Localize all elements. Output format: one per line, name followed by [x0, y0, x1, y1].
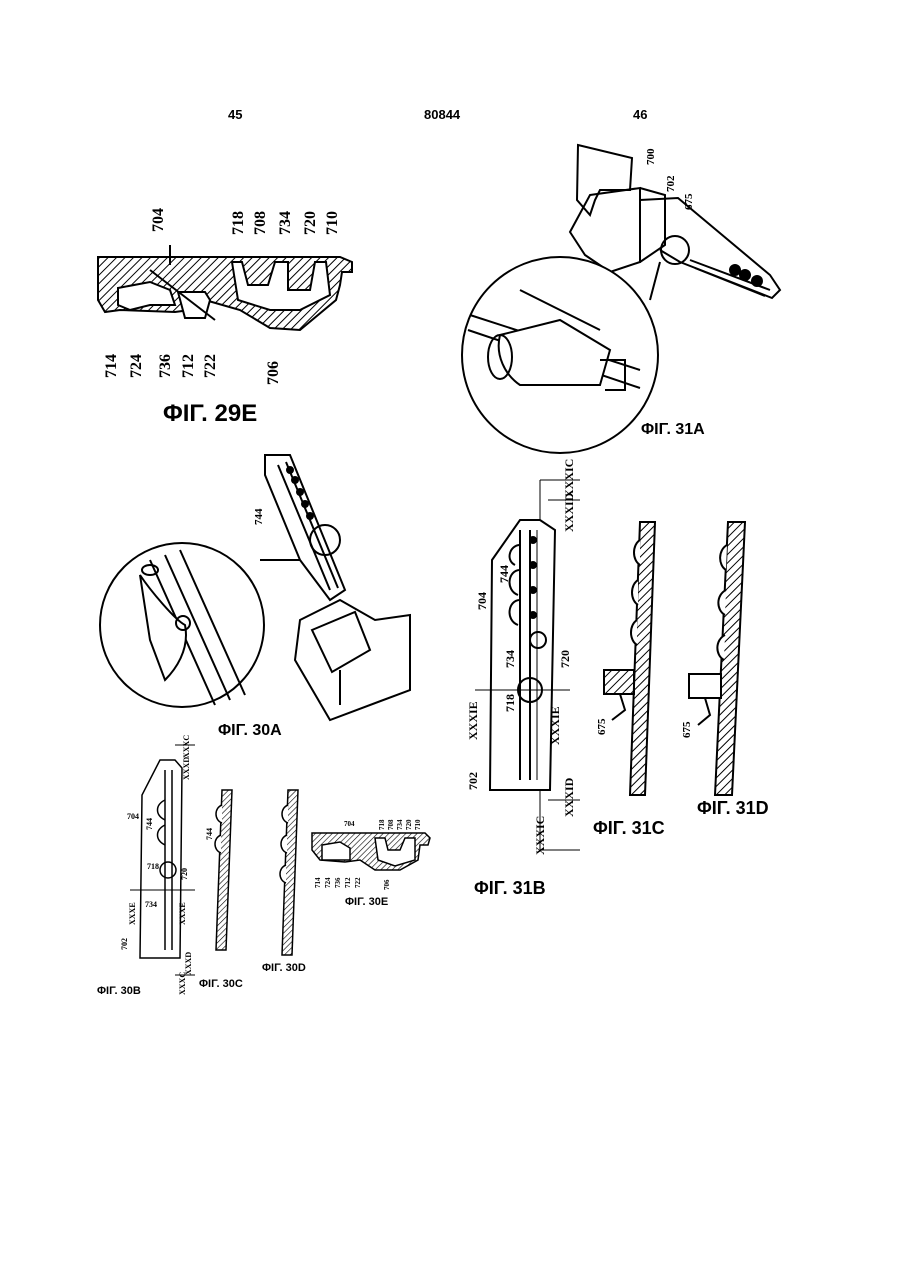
- fig30e-label-714: 714: [314, 878, 322, 889]
- fig30c-caption: ΦΙΓ. 30C: [199, 978, 243, 990]
- fig29e-label-708: 708: [252, 211, 270, 235]
- fig30a-drawing: [100, 455, 410, 720]
- fig30e-label-706: 706: [383, 880, 391, 891]
- fig30b-label-744: 744: [145, 818, 154, 830]
- fig31b-label-xxxid-bottom: XXXID: [562, 778, 577, 817]
- fig30b-label-xxxc-top: XXXC: [182, 735, 191, 758]
- fig31b-label-734: 734: [503, 650, 518, 668]
- fig29e-label-706: 706: [265, 361, 283, 385]
- fig29e-drawing: [98, 245, 352, 330]
- fig31c-label-675: 675: [596, 719, 608, 736]
- fig30b-label-xxxd-top: XXXD: [182, 757, 191, 780]
- fig29e-label-710: 710: [324, 211, 342, 235]
- fig30b-label-702: 702: [120, 938, 129, 950]
- fig29e-label-736: 736: [157, 354, 175, 378]
- fig31c-caption: ΦΙΓ. 31C: [593, 818, 665, 839]
- fig31d-label-675: 675: [681, 722, 693, 739]
- fig30d-caption: ΦΙΓ. 30D: [262, 962, 306, 974]
- fig29e-label-724: 724: [128, 354, 146, 378]
- fig31c-drawing: [604, 522, 655, 795]
- fig31a-label-702: 702: [665, 176, 677, 193]
- fig31b-label-xxxid-top: XXXID: [562, 493, 577, 532]
- fig30b-label-734: 734: [145, 900, 157, 909]
- fig31b-caption: ΦΙΓ. 31B: [474, 878, 546, 899]
- fig31b-label-718: 718: [503, 694, 518, 712]
- fig31b-label-702: 702: [466, 772, 481, 790]
- fig30e-label-704: 704: [344, 820, 355, 828]
- fig31b-label-720: 720: [558, 650, 573, 668]
- fig30c-label-744: 744: [205, 828, 214, 840]
- fig30e-label-718: 718: [378, 820, 386, 831]
- fig30b-caption: ΦΙΓ. 30B: [97, 985, 141, 997]
- fig30e-label-736: 736: [334, 878, 342, 889]
- fig29e-label-720: 720: [302, 211, 320, 235]
- fig30b-label-704: 704: [127, 812, 139, 821]
- fig31a-label-675: 675: [683, 194, 695, 211]
- fig30e-label-734: 734: [396, 820, 404, 831]
- fig29e-label-734: 734: [277, 211, 295, 235]
- fig30e-label-722: 722: [354, 878, 362, 889]
- fig30b-label-718: 718: [147, 862, 159, 871]
- fig30b-label-xxxe-right: XXXE: [178, 902, 187, 925]
- fig30e-label-724: 724: [324, 878, 332, 889]
- fig31b-label-xxxie-right: XXXIE: [548, 706, 563, 745]
- fig31b-label-704: 704: [475, 592, 490, 610]
- fig31a-caption: ΦΙΓ. 31A: [641, 421, 705, 439]
- fig29e-label-714: 714: [103, 354, 121, 378]
- fig30e-label-708: 708: [387, 820, 395, 831]
- fig29e-label-712: 712: [180, 354, 198, 378]
- fig31d-caption: ΦΙΓ. 31D: [697, 798, 769, 819]
- fig31b-label-xxxic-bottom: XXXIC: [533, 816, 548, 855]
- fig30b-label-xxxc-bottom: XXXC: [178, 972, 187, 995]
- fig29e-label-718: 718: [230, 211, 248, 235]
- fig30a-caption: ΦΙΓ. 30A: [218, 722, 282, 740]
- fig30d-drawing: [280, 790, 298, 955]
- fig30b-label-720: 720: [180, 868, 189, 880]
- fig29e-caption: ΦΙΓ. 29E: [163, 400, 257, 428]
- fig31a-label-700: 700: [645, 149, 657, 166]
- fig30c-drawing: [215, 790, 232, 950]
- fig31b-label-744: 744: [497, 565, 512, 583]
- fig30b-label-xxxe-left: XXXE: [128, 902, 137, 925]
- fig30e-label-710: 710: [414, 820, 422, 831]
- fig30e-label-720: 720: [405, 820, 413, 831]
- fig30e-label-712: 712: [344, 878, 352, 889]
- fig31b-label-xxxie-left: XXXIE: [466, 701, 481, 740]
- fig31a-drawing: [462, 145, 780, 453]
- fig29e-label-722: 722: [202, 354, 220, 378]
- fig29e-label-704: 704: [150, 208, 168, 232]
- fig30e-caption: ΦΙΓ. 30E: [345, 896, 388, 908]
- fig30a-label-744: 744: [253, 509, 265, 526]
- fig30e-drawing: [312, 833, 430, 870]
- fig31d-drawing: [689, 522, 745, 795]
